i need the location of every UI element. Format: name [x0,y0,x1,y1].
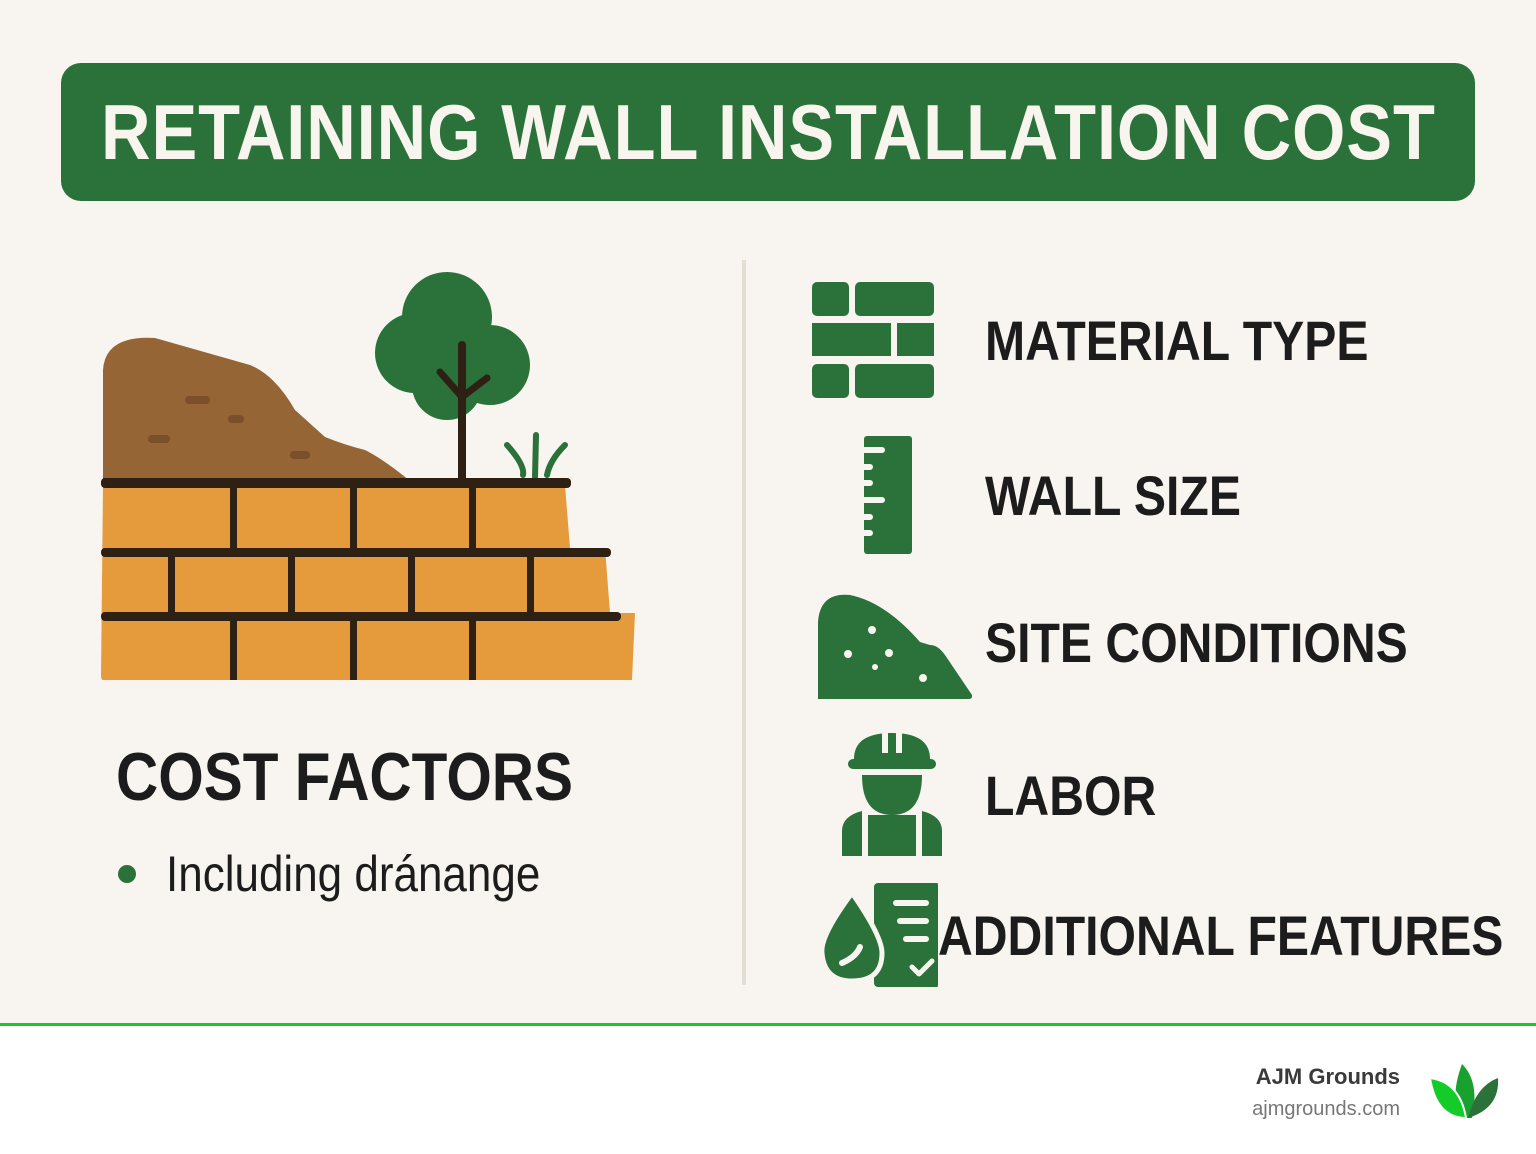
brand-url-link[interactable]: ajmgrounds.com [1252,1098,1400,1120]
factor-additional-features: ADDITIONAL FEATURES [810,880,1510,990]
factor-label: LABOR [985,763,1157,827]
grass-icon [504,432,568,480]
drainage-checklist-icon [810,881,938,989]
soil-mound-icon [810,587,985,699]
vertical-divider [742,260,746,985]
ruler-icon [810,435,985,555]
factor-labor: LABOR [810,730,1510,860]
title-banner: RETAINING WALL INSTALLATION COST [61,63,1475,201]
bullet-dot-icon [118,865,136,883]
factor-label: ADDITIONAL FEATURES [938,903,1504,967]
cost-factors-heading: COST FACTORS [116,739,574,815]
retaining-wall-illustration [101,272,635,680]
brand-name: AJM Grounds [1255,1064,1400,1089]
bullet-text: Including dránange [166,846,541,902]
page-title: RETAINING WALL INSTALLATION COST [100,87,1436,176]
factor-label: MATERIAL TYPE [985,308,1369,372]
footer-divider [0,1023,1536,1026]
brick-icon [810,280,985,400]
factor-site-conditions: SITE CONDITIONS [810,585,1510,700]
brick-wall [101,485,635,680]
footer [0,1026,1536,1154]
tree-icon [375,272,530,487]
worker-hardhat-icon [810,731,985,859]
factor-wall-size: WALL SIZE [810,435,1510,555]
soil-mound [103,337,415,485]
factor-label: WALL SIZE [985,463,1241,527]
factor-material-type: MATERIAL TYPE [810,280,1510,400]
bullet-item: Including dránange [118,845,591,903]
factor-label: SITE CONDITIONS [985,611,1408,674]
leaf-logo-icon [1428,1064,1499,1119]
